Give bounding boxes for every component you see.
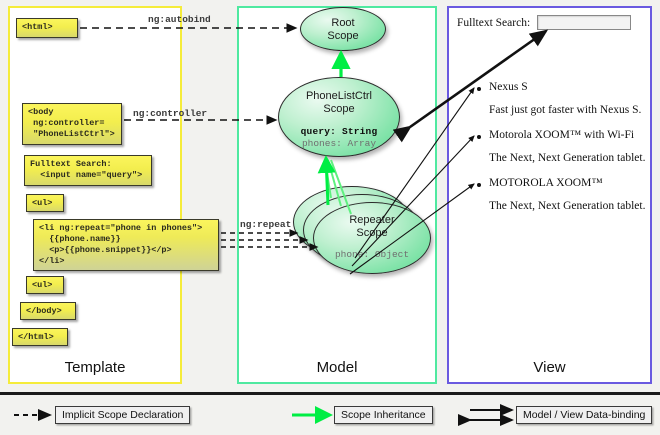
scope-repeater-attr-phone: phone: Object	[334, 249, 410, 260]
scope-phonelistctrl-title-1: PhoneListCtrl	[305, 90, 373, 102]
connector-label-ng-autobind: ng:autobind	[148, 14, 211, 25]
scope-phonelistctrl-title-2: Scope	[323, 103, 355, 115]
panel-template-label: Template	[64, 359, 126, 376]
legend-divider	[0, 392, 660, 395]
legend-implicit-scope-declaration: Implicit Scope Declaration	[55, 406, 191, 424]
code-box-html-open: <html>	[16, 18, 78, 38]
code-box-ul-open: <ul>	[26, 194, 64, 212]
view-phone-snippet-0: Fast just got faster with Nexus S.	[489, 104, 642, 116]
scope-repeater-title-1: Repeater	[349, 214, 395, 226]
scope-root: Root Scope	[300, 7, 386, 51]
connector-label-ng-repeat: ng:repeat	[240, 219, 292, 230]
view-bullet-0	[477, 87, 481, 91]
view-phone-name-0: Nexus S	[489, 81, 528, 93]
view-phone-snippet-2: The Next, Next Generation tablet.	[489, 200, 646, 212]
view-phone-snippet-1: The Next, Next Generation tablet.	[489, 152, 646, 164]
scope-phonelistctrl: PhoneListCtrl Scope query: String phones…	[278, 77, 400, 157]
panel-view-label: View	[533, 359, 566, 376]
code-box-fulltext-search: Fulltext Search: <input name="query">	[24, 155, 152, 186]
legend-scope-inheritance: Scope Inheritance	[334, 406, 433, 424]
connector-label-ng-controller: ng:controller	[133, 108, 208, 119]
legend-model-view-data-binding: Model / View Data-binding	[516, 406, 653, 424]
code-box-ul-close: <ul>	[26, 276, 64, 294]
panel-view: View	[447, 6, 652, 384]
view-search-input[interactable]	[537, 15, 631, 30]
panel-model-label: Model	[316, 359, 358, 376]
scope-repeater: Repeater Scope phone: Object	[313, 202, 431, 274]
code-box-li-repeat: <li ng:repeat="phone in phones"> {{phone…	[33, 219, 219, 271]
view-search-label: Fulltext Search:	[457, 17, 531, 29]
view-phone-name-1: Motorola XOOM™ with Wi-Fi	[489, 129, 635, 141]
scope-phonelistctrl-attr-phones: phones: Array	[301, 138, 377, 149]
code-box-body-open: <body ng:controller= "PhoneListCtrl">	[22, 103, 122, 145]
view-phone-name-2: MOTOROLA XOOM™	[489, 177, 603, 189]
scope-phonelistctrl-attr-query: query: String	[300, 126, 378, 137]
scope-root-title-2: Scope	[327, 30, 359, 42]
scope-repeater-title-2: Scope	[356, 227, 388, 239]
code-box-body-close: </body>	[20, 302, 76, 320]
view-bullet-2	[477, 183, 481, 187]
scope-root-title-1: Root	[331, 17, 355, 29]
code-box-html-close: </html>	[12, 328, 68, 346]
view-bullet-1	[477, 135, 481, 139]
